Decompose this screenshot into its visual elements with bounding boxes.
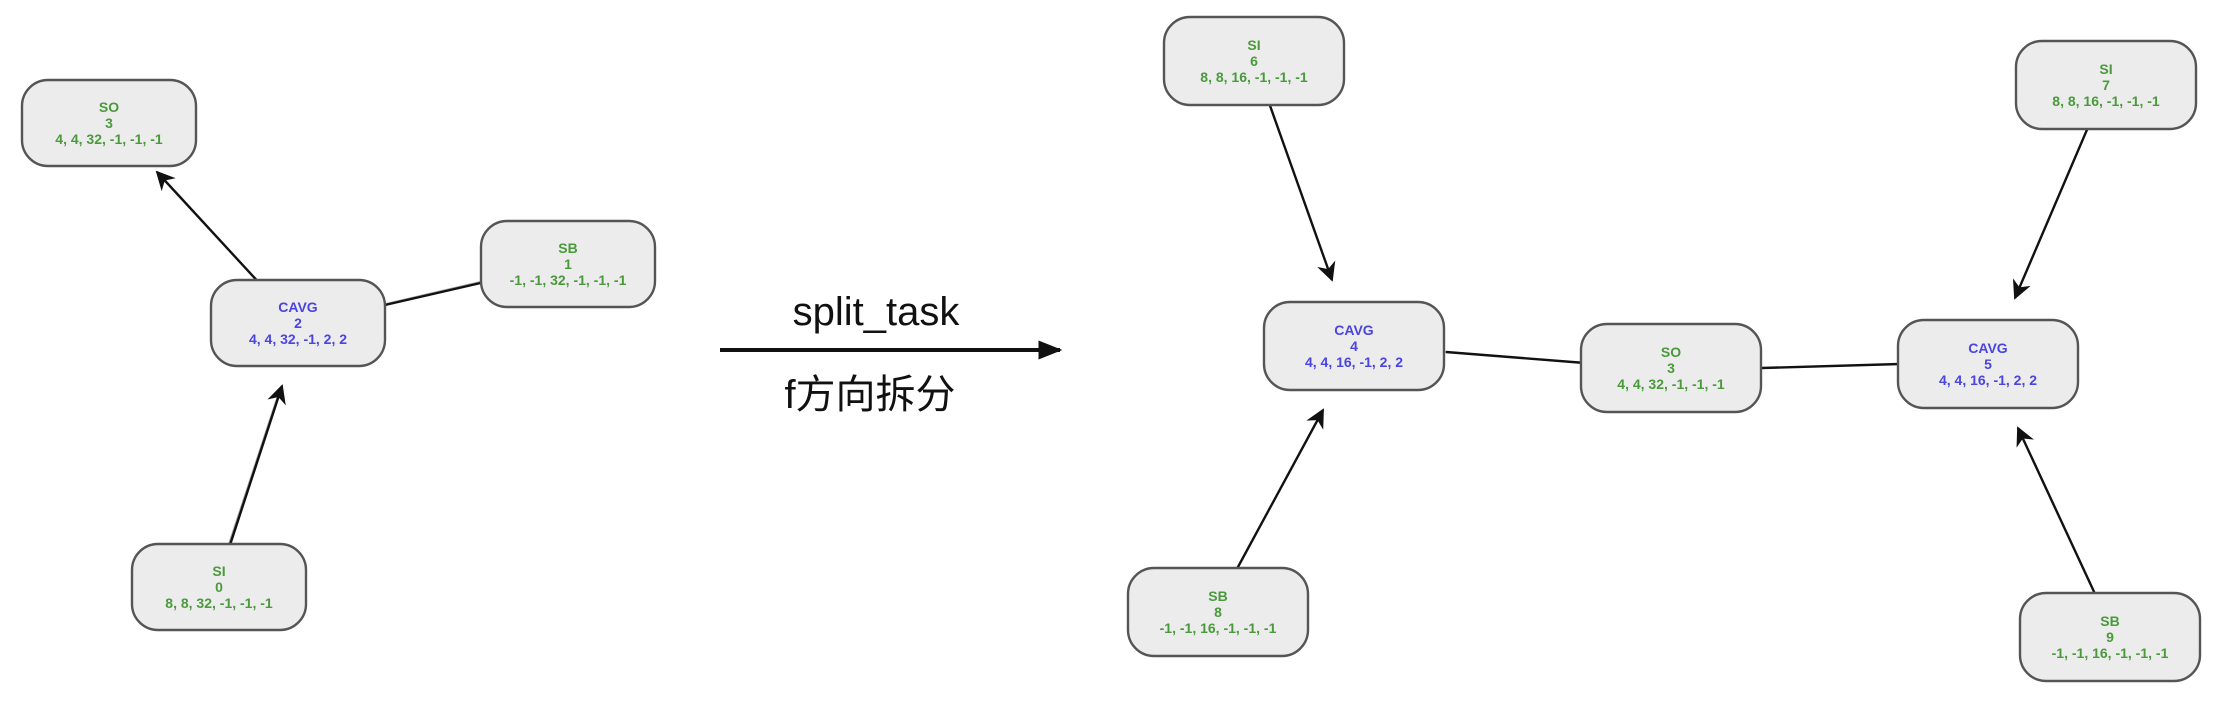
- node-sb-8[interactable]: SB 8 -1, -1, 16, -1, -1, -1: [1126, 566, 1310, 658]
- node-shape-label: 4, 4, 16, -1, 2, 2: [1305, 354, 1403, 370]
- node-id-label: 5: [1984, 356, 1992, 372]
- node-cavg-5[interactable]: CAVG 5 4, 4, 16, -1, 2, 2: [1896, 318, 2080, 410]
- edge-sb9-to-cavg5: [2016, 426, 2098, 597]
- node-shape-label: 8, 8, 16, -1, -1, -1: [2052, 93, 2160, 109]
- left-graph: SO 3 4, 4, 32, -1, -1, -1 SB 1 -1, -1, 3…: [20, 78, 657, 632]
- node-type-label: CAVG: [1334, 322, 1374, 338]
- transform-top-label: split_task: [793, 290, 961, 334]
- node-id-label: 3: [105, 115, 113, 131]
- edge-si0-to-cavg2-black: [228, 384, 286, 546]
- node-shape-label: -1, -1, 16, -1, -1, -1: [1160, 620, 1277, 636]
- node-id-label: 8: [1214, 604, 1222, 620]
- edge-cavg2-to-so3: [155, 170, 263, 287]
- node-type-label: CAVG: [278, 299, 318, 315]
- node-type-label: SI: [212, 563, 225, 579]
- node-id-label: 9: [2106, 629, 2114, 645]
- node-id-label: 6: [1250, 53, 1258, 69]
- edge-si6-to-cavg4: [1266, 99, 1336, 282]
- node-id-label: 2: [294, 315, 302, 331]
- node-si-0[interactable]: SI 0 8, 8, 32, -1, -1, -1: [130, 542, 308, 632]
- node-type-label: SB: [2100, 613, 2119, 629]
- node-shape-label: 4, 4, 16, -1, 2, 2: [1939, 372, 2037, 388]
- node-id-label: 3: [1667, 360, 1675, 376]
- node-type-label: CAVG: [1968, 340, 2008, 356]
- node-type-label: SO: [1661, 344, 1681, 360]
- node-shape-label: 4, 4, 32, -1, 2, 2: [249, 331, 347, 347]
- node-type-label: SI: [2099, 61, 2112, 77]
- node-type-label: SB: [1208, 588, 1227, 604]
- node-shape-label: -1, -1, 16, -1, -1, -1: [2052, 645, 2169, 661]
- node-id-label: 1: [564, 256, 572, 272]
- edge-cavg5-to-so3: [1761, 362, 1901, 370]
- node-cavg-2[interactable]: CAVG 2 4, 4, 32, -1, 2, 2: [209, 278, 387, 368]
- node-id-label: 7: [2102, 77, 2110, 93]
- node-id-label: 0: [215, 579, 223, 595]
- node-id-label: 4: [1350, 338, 1358, 354]
- node-type-label: SB: [558, 240, 577, 256]
- node-shape-label: 4, 4, 32, -1, -1, -1: [1617, 376, 1725, 392]
- node-type-label: SO: [99, 99, 119, 115]
- node-type-label: SI: [1247, 37, 1260, 53]
- node-shape-label: 8, 8, 16, -1, -1, -1: [1200, 69, 1308, 85]
- node-sb-1[interactable]: SB 1 -1, -1, 32, -1, -1, -1: [479, 219, 657, 309]
- node-shape-label: 4, 4, 32, -1, -1, -1: [55, 131, 163, 147]
- right-graph: SI 6 8, 8, 16, -1, -1, -1 SI 7 8, 8, 16,…: [1126, 15, 2202, 683]
- node-si-7[interactable]: SI 7 8, 8, 16, -1, -1, -1: [2014, 39, 2198, 131]
- node-shape-label: -1, -1, 32, -1, -1, -1: [510, 272, 627, 288]
- node-cavg-4[interactable]: CAVG 4 4, 4, 16, -1, 2, 2: [1262, 300, 1446, 392]
- transform-bottom-label: f方向拆分: [784, 373, 955, 417]
- node-so-3-right[interactable]: SO 3 4, 4, 32, -1, -1, -1: [1579, 322, 1763, 414]
- node-si-6[interactable]: SI 6 8, 8, 16, -1, -1, -1: [1162, 15, 1346, 107]
- edge-sb8-to-cavg4: [1230, 408, 1325, 579]
- edge-si7-to-cavg5: [2012, 117, 2094, 300]
- edge-cavg4-to-so3: [1445, 350, 1586, 365]
- node-sb-9[interactable]: SB 9 -1, -1, 16, -1, -1, -1: [2018, 591, 2202, 683]
- node-so-3[interactable]: SO 3 4, 4, 32, -1, -1, -1: [20, 78, 198, 168]
- node-shape-label: 8, 8, 32, -1, -1, -1: [165, 595, 273, 611]
- edge-sb1-to-cavg2-black: [384, 280, 486, 307]
- transform-arrow-group: split_task f方向拆分: [720, 290, 1063, 417]
